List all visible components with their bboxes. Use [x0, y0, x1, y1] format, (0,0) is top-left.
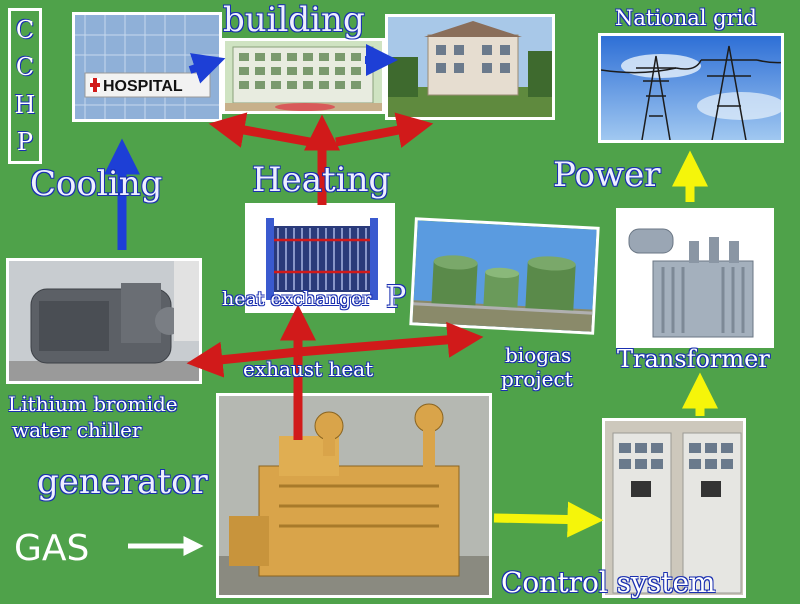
control-system-photo	[602, 418, 746, 598]
lithium-bromide-chiller-photo	[6, 258, 202, 384]
label-building: building	[223, 0, 365, 40]
hospital-photo: HOSPITAL	[72, 12, 222, 122]
label-control-system: Control system	[501, 566, 716, 599]
chiller-illustration	[9, 261, 199, 381]
label-national-grid: National grid	[615, 6, 757, 30]
blue-arrow-hospital-to-building	[188, 53, 226, 84]
transformer-illustration	[619, 211, 771, 345]
control-cabinet-illustration	[605, 421, 743, 595]
heat-exchanger-illustration	[248, 206, 392, 310]
residential-illustration	[388, 17, 552, 117]
red-arrow-heating-right	[335, 112, 434, 148]
label-generator: generator	[37, 462, 208, 502]
label-biogas: biogas	[505, 343, 572, 367]
residential-building-photo	[385, 14, 555, 120]
cchp-letter: C	[15, 15, 35, 44]
generator-illustration	[219, 396, 489, 595]
cchp-letter: H	[14, 90, 36, 119]
biogas-project-photo	[409, 217, 600, 335]
red-arrow-exhaust-right	[297, 321, 484, 358]
label-chiller-line1: Lithium bromide	[8, 392, 178, 416]
biogas-tanks-illustration	[412, 220, 600, 335]
label-cooling: Cooling	[30, 164, 163, 204]
label-heating: Heating	[252, 160, 391, 200]
hospital-sign-text: HOSPITAL	[103, 78, 183, 95]
red-arrow-exhaust-left	[186, 341, 299, 378]
label-gas: GAS	[14, 528, 90, 569]
label-exhaust-heat: exhaust heat	[243, 357, 374, 381]
red-arrow-heating-left	[208, 112, 311, 148]
building-illustration	[225, 41, 382, 111]
label-project: project	[501, 367, 573, 391]
cchp-letter: C	[15, 53, 35, 82]
office-building-photo	[222, 38, 385, 114]
gas-generator-photo	[216, 393, 492, 598]
label-stray-p: P	[386, 280, 407, 315]
cchp-letter: P	[16, 128, 34, 157]
cchp-vertical-label: C C H P	[8, 8, 42, 164]
yellow-arrow-generator-to-control	[493, 501, 604, 538]
label-heat-exchanger: heat exchanger	[222, 288, 372, 310]
power-tower-illustration	[601, 36, 781, 140]
label-power: Power	[553, 155, 661, 195]
transformer-photo	[616, 208, 774, 348]
national-grid-photo	[598, 33, 784, 143]
heat-exchanger-photo	[245, 203, 395, 313]
label-chiller-line2: water chiller	[12, 418, 142, 442]
label-transformer: Transformer	[617, 345, 770, 373]
